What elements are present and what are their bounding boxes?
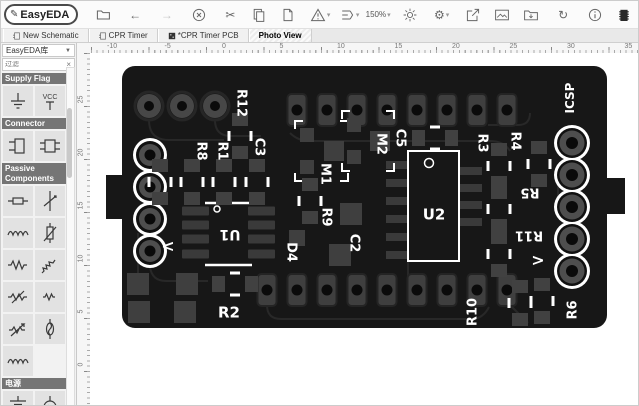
smd-pads (127, 230, 305, 323)
route-style-icon[interactable]: ▾ (335, 4, 363, 25)
export-image-icon[interactable] (488, 4, 516, 25)
svg-text:U1: U1 (219, 226, 240, 242)
document-tabbar: New Schematic CPR Timer *CPR Timer PCB P… (1, 29, 638, 43)
clear-search-icon[interactable]: × (66, 60, 71, 69)
delete-icon[interactable] (185, 4, 213, 25)
rotate-icon[interactable]: ↻ (558, 7, 569, 22)
icsp-connector[interactable] (554, 125, 590, 289)
capacitor-c2[interactable] (329, 203, 362, 266)
tab-label: New Schematic (23, 31, 79, 40)
part-resistor-diagonal[interactable] (35, 249, 65, 280)
tab-label: CPR Timer (108, 31, 148, 40)
part-resistor-zigzag[interactable] (3, 249, 33, 280)
part-connector-4pin[interactable] (35, 131, 65, 162)
svg-text:VCC: VCC (43, 94, 58, 101)
svg-text:M2: M2 (373, 133, 388, 155)
transistor-m1[interactable] (294, 120, 349, 182)
copy-icon[interactable] (245, 4, 273, 25)
folder-open-icon[interactable] (89, 4, 117, 25)
svg-text:U2: U2 (423, 205, 446, 223)
main-toolbar: ✎ EasyEDA ← → ✂ ▾ ▾ 150%▾ (1, 1, 638, 29)
zoom-select[interactable]: 150%▾ (365, 10, 391, 19)
part-connector-2pin[interactable] (3, 131, 33, 162)
svg-text:R1: R1 (214, 141, 229, 160)
svg-text:R12: R12 (233, 89, 248, 117)
svg-text:C5: C5 (392, 129, 407, 148)
library-sidebar: EasyEDA库 ▼ × Supply Flag VCC Connector P… (1, 43, 77, 405)
logo-text: EasyEDA (20, 8, 70, 21)
export-share-icon[interactable] (459, 4, 487, 25)
brightness-icon[interactable] (396, 4, 424, 25)
import-folder-icon[interactable] (517, 4, 545, 25)
section-power: 电源 (2, 377, 67, 389)
svg-text:R5: R5 (520, 184, 539, 199)
library-selector[interactable]: EasyEDA库 ▼ (2, 44, 75, 57)
svg-text:M1: M1 (317, 163, 332, 185)
drc-check-icon[interactable]: ▾ (306, 4, 334, 25)
paste-icon[interactable] (274, 4, 302, 25)
tab-label: *CPR Timer PCB (177, 31, 239, 40)
part-vcc[interactable]: VCC (35, 86, 65, 117)
library-filter-input[interactable] (3, 61, 64, 68)
part-trimmer[interactable] (35, 185, 65, 216)
ic-u2[interactable] (386, 150, 482, 262)
pcb-board[interactable] (106, 66, 625, 328)
svg-text:R2: R2 (218, 303, 240, 321)
svg-text:<: < (161, 237, 174, 256)
part-inductor[interactable] (3, 217, 33, 248)
svg-text:R8: R8 (193, 141, 208, 160)
part-fuse-vertical[interactable] (35, 313, 65, 344)
part-resistor-iec[interactable] (35, 217, 65, 248)
part-fuse[interactable] (3, 185, 33, 216)
part-potentiometer[interactable] (3, 313, 33, 344)
undo-icon[interactable]: ← (129, 7, 142, 22)
tab-photo-view[interactable]: Photo View (248, 29, 312, 42)
section-passive: Passive Components (2, 163, 67, 184)
section-supply-flag: Supply Flag (2, 73, 67, 85)
part-coil[interactable] (3, 345, 33, 376)
part-battery[interactable] (3, 390, 33, 405)
svg-text:>: > (531, 251, 544, 270)
section-connector: Connector (2, 118, 67, 130)
library-title: EasyEDA库 (6, 46, 49, 55)
svg-text:C2: C2 (346, 234, 361, 253)
svg-text:ICSP: ICSP (563, 82, 577, 113)
info-icon[interactable] (581, 4, 609, 25)
cut-icon[interactable]: ✂ (225, 7, 236, 22)
scrollbar-thumb[interactable] (67, 108, 72, 178)
svg-text:R11: R11 (515, 227, 543, 242)
chevron-down-icon: ▼ (65, 47, 71, 54)
settings-gear-icon[interactable]: ⚙▾ (434, 7, 450, 22)
tab-label: Photo View (258, 31, 302, 40)
part-ground[interactable] (3, 86, 33, 117)
svg-text:R9: R9 (318, 207, 333, 226)
transistor-m2[interactable] (341, 110, 395, 172)
sidebar-scrollbar[interactable] (66, 67, 75, 405)
mount-pads (133, 90, 231, 122)
part-resistor-small[interactable] (35, 281, 65, 312)
library-search: × (2, 58, 75, 71)
svg-text:R3: R3 (474, 133, 489, 152)
svg-text:R4: R4 (507, 131, 522, 150)
svg-text:C3: C3 (251, 138, 266, 157)
part-ac-source[interactable] (35, 390, 65, 405)
tab-cpr-timer[interactable]: CPR Timer (88, 29, 158, 42)
easyeda-logo[interactable]: ✎ EasyEDA (4, 4, 79, 25)
svg-text:R10: R10 (466, 298, 481, 326)
pen-icon: ✎ (10, 9, 19, 20)
tab-new-schematic[interactable]: New Schematic (3, 29, 89, 42)
svg-text:R6: R6 (566, 300, 581, 319)
svg-text:D4: D4 (283, 242, 298, 262)
ic-u1[interactable] (182, 201, 275, 267)
tab-cpr-timer-pcb[interactable]: *CPR Timer PCB (157, 29, 249, 42)
part-resistor-variable[interactable] (3, 281, 33, 312)
redo-icon[interactable]: → (160, 7, 173, 22)
footprint-chip-icon[interactable] (610, 4, 638, 25)
